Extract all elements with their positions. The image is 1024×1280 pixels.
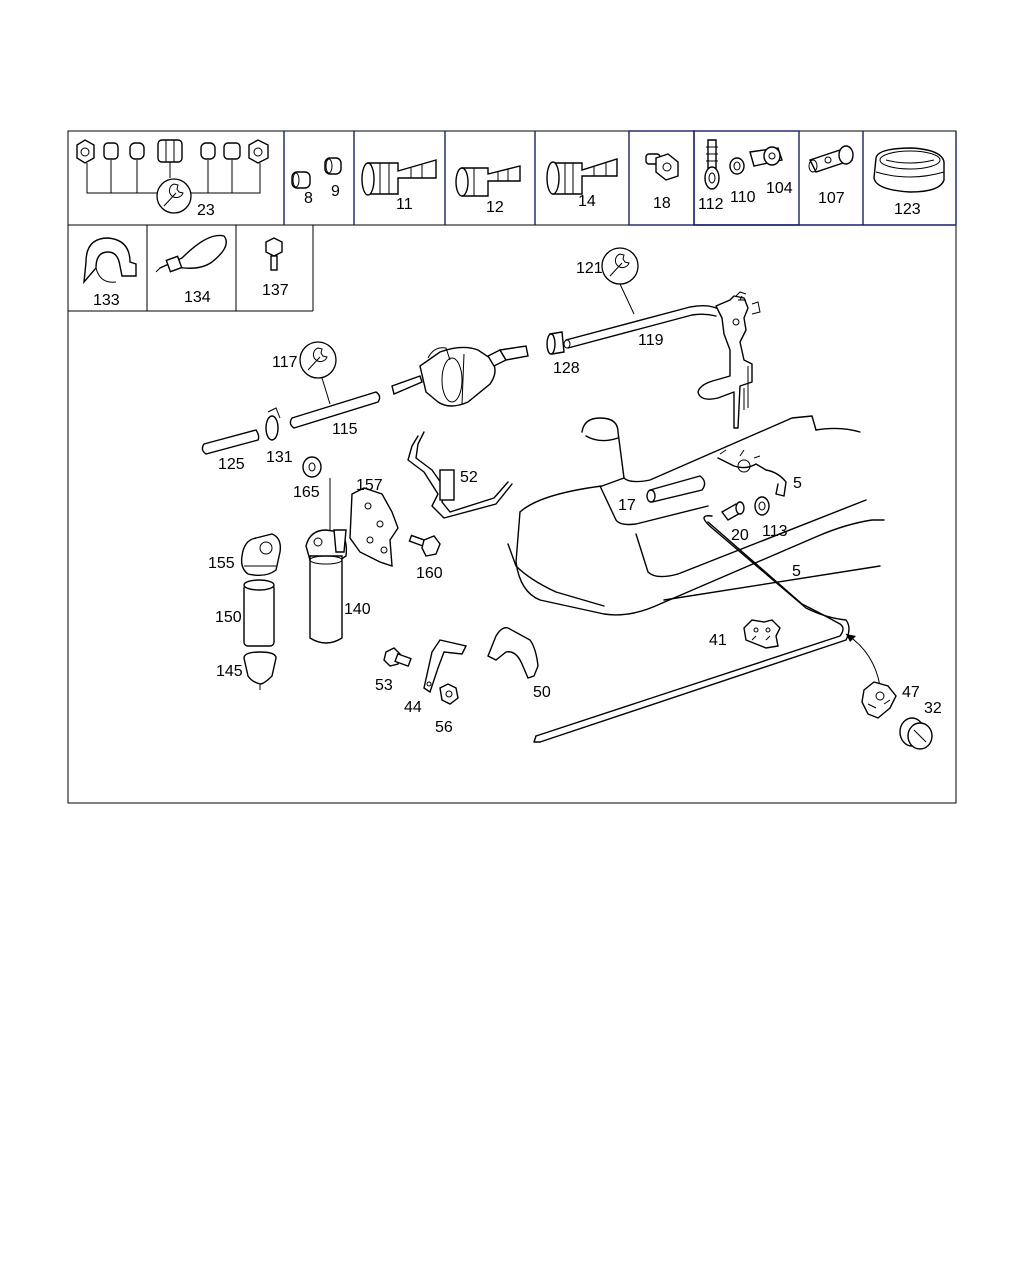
- part-number-label: 14: [578, 193, 596, 210]
- part-number-label: 160: [416, 565, 443, 582]
- filter-bracket-illustration: [349, 487, 399, 567]
- part-number-label: 56: [435, 719, 453, 736]
- part-number-label: 133: [93, 292, 120, 309]
- tank-support-illustration: [487, 626, 539, 679]
- part-number-label: 157: [356, 477, 383, 494]
- union-fitting-illustration: [645, 153, 679, 181]
- wrench-icon: [601, 247, 639, 285]
- mounting-bracket-illustration: [423, 639, 468, 694]
- part-number-label: 20: [731, 527, 749, 544]
- hose-clamp-illustration: [265, 407, 281, 441]
- part-number-label: 104: [766, 180, 793, 197]
- part-number-label: 110: [730, 189, 756, 206]
- hose-clamp-illustration: [83, 237, 137, 285]
- header-labels: 23 8 9 11 12 14 18 112 110 104 107 123 1…: [93, 180, 921, 309]
- fuel-hose-illustration: [201, 429, 260, 455]
- part-number-label: 134: [184, 289, 211, 306]
- diagram-frame: [67, 130, 957, 804]
- hollow-bolt-illustration: [808, 145, 854, 173]
- part-number-label: 112: [698, 196, 724, 213]
- part-number-label: 23: [197, 202, 215, 219]
- bolt-illustration: [383, 647, 412, 668]
- fuel-sender-unit-illustration: [697, 291, 761, 429]
- part-number-label: 11: [396, 196, 413, 213]
- wrench-icon: [299, 341, 337, 379]
- hose-sleeve-illustration: [546, 331, 565, 355]
- clip-illustration: [861, 681, 897, 719]
- hose-nipple-illustration: [720, 496, 770, 521]
- plug-illustration: [899, 717, 933, 750]
- part-number-label: 145: [216, 663, 243, 680]
- bolt-illustration: [408, 534, 441, 557]
- fuel-hose-illustration: [563, 305, 717, 349]
- fittings-kit-illustration: [76, 139, 269, 194]
- bolt-illustration: [265, 237, 283, 271]
- part-number-label: 5: [793, 475, 802, 492]
- hose-connector-illustration: [546, 158, 618, 195]
- wrench-icon: [156, 178, 192, 214]
- part-number-label: 47: [902, 684, 920, 701]
- part-number-label: 137: [262, 282, 289, 299]
- fuel-line-illustration: [533, 449, 850, 743]
- part-number-label: 107: [818, 190, 845, 207]
- fuel-pipe-illustration: [407, 431, 513, 519]
- grommet-illustration: [873, 147, 945, 193]
- part-number-label: 121: [576, 260, 603, 277]
- part-number-label: 150: [215, 609, 242, 626]
- cable-tie-illustration: [155, 234, 227, 273]
- banjo-fitting-illustration: [704, 139, 783, 190]
- part-number-label: 123: [894, 201, 921, 218]
- nut-illustration: [439, 683, 459, 705]
- part-number-label: 8: [304, 190, 313, 207]
- sleeve-illustration: [291, 157, 342, 189]
- fuel-tank-illustration: [507, 415, 885, 616]
- part-number-label: 155: [208, 555, 235, 572]
- part-number-label: 140: [344, 601, 371, 618]
- part-number-label: 12: [486, 199, 504, 216]
- part-number-label: 50: [533, 684, 551, 701]
- main-labels: 121 119 128 117 115 125 131 165 157 52 1…: [208, 260, 942, 736]
- filter-element-illustration: [243, 579, 275, 647]
- part-number-label: 165: [293, 484, 320, 501]
- part-number-label: 18: [653, 195, 671, 212]
- highlight-frames: [283, 130, 957, 226]
- water-bowl-illustration: [243, 651, 277, 690]
- part-number-label: 125: [218, 456, 245, 473]
- part-number-label: 5: [792, 563, 801, 580]
- part-number-label: 52: [460, 469, 478, 486]
- part-number-label: 41: [709, 632, 727, 649]
- part-number-label: 9: [331, 183, 340, 200]
- part-number-label: 44: [404, 699, 422, 716]
- part-number-label: 131: [266, 449, 293, 466]
- part-number-label: 17: [618, 497, 636, 514]
- filter-head-illustration: [240, 533, 282, 577]
- part-number-label: 119: [638, 332, 664, 349]
- part-number-label: 53: [375, 677, 393, 694]
- arrow-icon: [845, 633, 881, 687]
- fuel-filter-housing-illustration: [305, 478, 348, 644]
- washer-illustration: [302, 456, 322, 478]
- part-number-label: 115: [332, 421, 358, 438]
- hose-connector-illustration: [455, 165, 521, 197]
- filler-neck-pipe-illustration: [646, 475, 706, 503]
- part-number-label: 113: [762, 523, 788, 540]
- hose-connector-illustration: [361, 159, 437, 196]
- part-number-label: 32: [924, 700, 942, 717]
- fuel-filter-illustration: [391, 345, 529, 407]
- part-number-label: 128: [553, 360, 580, 377]
- fuel-hose-illustration: [289, 391, 381, 429]
- level-sender-illustration: [743, 619, 781, 649]
- part-number-label: 117: [272, 354, 298, 371]
